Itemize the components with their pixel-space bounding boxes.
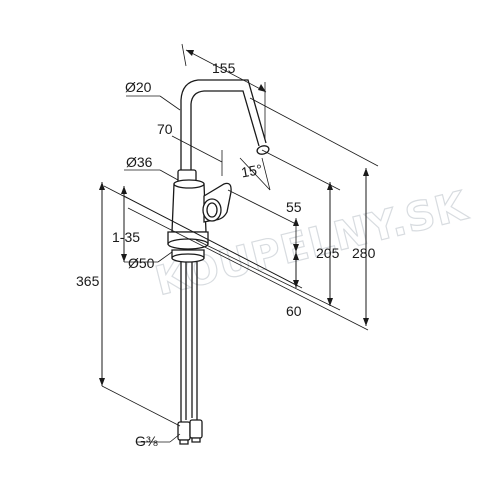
dim-body-diameter: Ø36 (126, 154, 153, 170)
dim-total-height: 280 (352, 245, 376, 261)
dim-base-diameter: Ø50 (128, 255, 155, 271)
dim-base-height: 60 (286, 303, 302, 319)
dim-lever-height: 55 (286, 199, 302, 215)
dim-outlet-height: 205 (316, 245, 340, 261)
faucet-outline (167, 79, 270, 445)
dim-spout-offset: 70 (157, 121, 173, 137)
dim-spout-angle: 15° (240, 161, 264, 180)
dim-spout-reach: 155 (212, 60, 236, 76)
dim-connection-thread: G⅜ (135, 433, 158, 449)
dimension-arrows (99, 50, 369, 386)
dim-adjust-range: 1-35 (112, 229, 140, 245)
dim-spout-diameter: Ø20 (125, 79, 152, 95)
dim-hose-length: 365 (76, 273, 100, 289)
